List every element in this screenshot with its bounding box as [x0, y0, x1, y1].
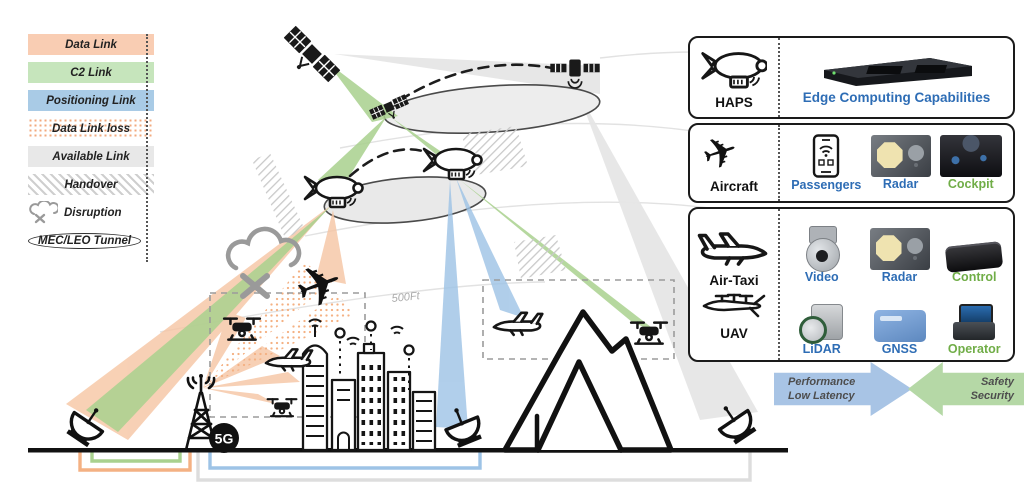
- leo-satellite-main: [274, 25, 341, 92]
- coverage-ellipses: [323, 84, 601, 224]
- control-box-photo: [945, 241, 1004, 274]
- video-gimbal-photo: [802, 226, 842, 273]
- mountains: [502, 309, 674, 453]
- city-skyline: [301, 318, 437, 452]
- uav-radar-item: Radar: [862, 214, 938, 284]
- performance-arrow-line1: Performance: [788, 375, 856, 388]
- legend-available-link-label: Available Link: [52, 150, 130, 163]
- lidar-label: LiDAR: [802, 341, 841, 356]
- passengers-phone-icon: [813, 134, 840, 178]
- haps-label: HAPS: [715, 94, 753, 110]
- legend-data-link-loss-label: Data Link loss: [52, 122, 130, 135]
- safety-arrow-line1: Safety: [980, 375, 1014, 388]
- uav-lidar-item: LiDAR: [785, 289, 859, 355]
- aircraft-label: Aircraft: [709, 179, 758, 194]
- five-g-badge: [209, 423, 239, 453]
- control-label: Control: [952, 270, 997, 285]
- performance-arrow-line2: Low Latency: [788, 390, 855, 402]
- air-taxi-icon: [697, 232, 768, 266]
- legend-positioning-link: Positioning Link: [28, 90, 154, 111]
- legend-handover-label: Handover: [64, 178, 118, 191]
- panel-haps-right: Edge Computing Capabilities: [780, 38, 1013, 117]
- five-g-badge-label: 5G: [215, 431, 234, 447]
- five-g-tower: 5G: [184, 374, 239, 453]
- radar-photo: [870, 135, 931, 178]
- video-label: Video: [804, 270, 839, 285]
- legend-data-link-label: Data Link: [65, 38, 117, 51]
- panel-airtaxi-uav-right: Video Radar Control LiDAR GNSS Operator: [780, 209, 1013, 360]
- legend-disruption-label: Disruption: [64, 206, 122, 219]
- panel-aircraft: ✈ Aircraft Passengers Radar: [688, 123, 1015, 203]
- haps-blimp-left: [303, 175, 364, 209]
- passengers-label: Passengers: [791, 178, 862, 193]
- haps-blimp-icon: [701, 51, 767, 88]
- uav-control-item: Control: [940, 214, 1008, 284]
- panel-airtaxi-uav-left: Air-Taxi UAV: [690, 209, 780, 360]
- lidar-photo: [798, 302, 845, 344]
- legend-positioning-link-label: Positioning Link: [46, 94, 136, 107]
- uav-operator-item: Operator: [940, 289, 1008, 355]
- legend-c2-link: C2 Link: [28, 62, 154, 83]
- operator-photo: [951, 303, 997, 342]
- edge-server-icon: [823, 58, 972, 86]
- panel-aircraft-right: Passengers Radar Cockpit: [780, 125, 1013, 201]
- legend-c2-link-label: C2 Link: [70, 66, 112, 79]
- svg-text:✈: ✈: [704, 132, 744, 178]
- gnss-label: GNSS: [881, 341, 918, 356]
- panel-aircraft-left: ✈ Aircraft: [690, 125, 780, 201]
- aircraft-cockpit-item: Cockpit: [939, 135, 1002, 192]
- legend-available-link: Available Link: [28, 146, 154, 167]
- cockpit-label: Cockpit: [947, 177, 994, 192]
- safety-arrow-line2: Security: [970, 390, 1014, 402]
- edge-computing-label: Edge Computing Capabilities: [802, 90, 991, 105]
- aircraft-passengers-item: Passengers: [791, 134, 861, 192]
- positioning-link-beams: [436, 178, 524, 429]
- cockpit-photo: [939, 135, 1002, 178]
- operator-label: Operator: [947, 341, 1001, 356]
- legend-data-link: Data Link: [28, 34, 154, 55]
- aircraft-icon: ✈: [704, 132, 744, 178]
- legend-separator: [146, 34, 148, 262]
- legend-data-link-loss: Data Link loss: [28, 118, 154, 139]
- panel-airtaxi-uav: Air-Taxi UAV Video Radar: [688, 207, 1015, 362]
- haps-blimp-right: [422, 147, 483, 181]
- legend-disruption: Disruption: [28, 200, 154, 223]
- ground-tunnel-links: [78, 451, 752, 482]
- uav-drone-city-lower: [266, 398, 298, 418]
- uav-radar-label: Radar: [881, 270, 918, 285]
- legend-mec-leo-tunnel-label: MEC/LEO Tunnel: [28, 232, 142, 249]
- legend-mec-leo-tunnel: MEC/LEO Tunnel: [28, 230, 154, 251]
- aircraft-radar-item: Radar: [870, 135, 931, 192]
- panel-haps-left: HAPS: [690, 38, 780, 117]
- uav-label: UAV: [720, 326, 748, 341]
- air-taxi-corridor: [492, 311, 544, 337]
- uav-radar-photo: [869, 228, 930, 271]
- uav-gnss-item: GNSS: [862, 289, 938, 355]
- uav-icon: [702, 293, 766, 318]
- disruption-cloud: [225, 226, 302, 299]
- aircraft-radar-label: Radar: [882, 177, 919, 192]
- air-taxi-label: Air-Taxi: [709, 273, 759, 288]
- legend-handover: Handover: [28, 174, 154, 195]
- legend: Data Link C2 Link Positioning Link Data …: [28, 34, 154, 258]
- altitude-label: 500Ft: [391, 290, 421, 305]
- panel-haps: HAPS Edge Computing Capabilities: [688, 36, 1015, 119]
- gnss-photo: [873, 309, 926, 342]
- uav-video-item: Video: [785, 214, 859, 284]
- disruption-cloud-icon: [29, 200, 58, 223]
